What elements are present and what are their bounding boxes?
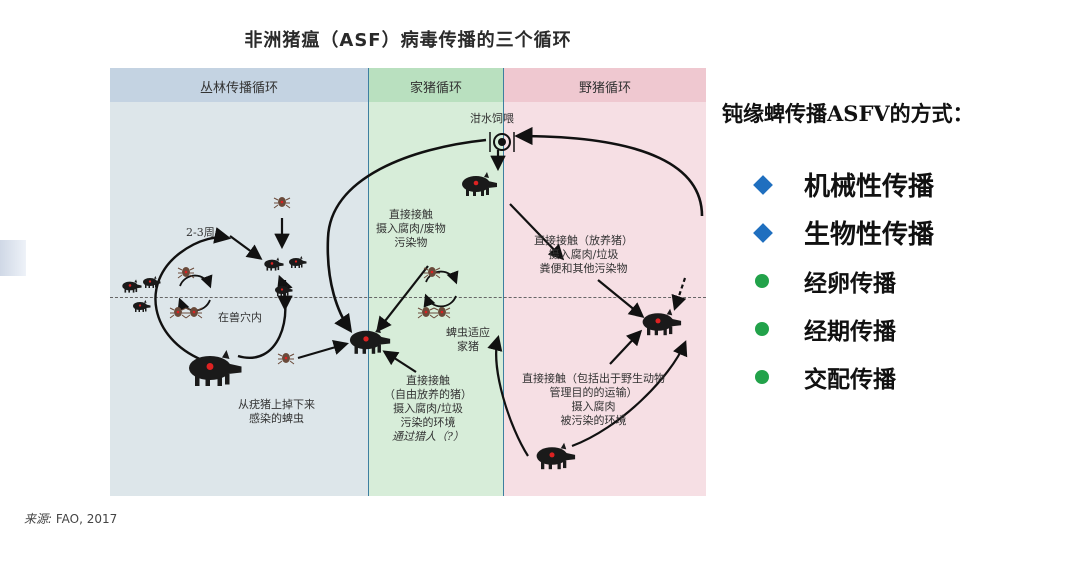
label-wild-contact-top-line-1: 直接接触（放养猪） xyxy=(534,234,633,247)
label-wild-contact-bottom: 直接接触（包括出于野生动物 管理目的的运输） 摄入腐肉 被污染的环境 xyxy=(522,372,665,428)
tick-jungle-top xyxy=(273,196,291,209)
label-free-range-line-1: 直接接触 xyxy=(406,374,450,387)
label-wild-contact-bottom-line-4: 被污染的环境 xyxy=(560,414,627,427)
label-domestic-contact: 直接接触 摄入腐肉/废物 污染物 xyxy=(376,208,446,250)
list-item-text: 经卵传播 xyxy=(804,270,896,297)
source-label: 来源: xyxy=(24,512,53,526)
tick-transmission-title: 钝缘蜱传播ASFV的方式： xyxy=(722,101,974,126)
arrow-feeding-to-domestic xyxy=(326,138,487,333)
label-free-range-line-4: 污染的环境 xyxy=(400,416,456,429)
piglets-jungle-left-3 xyxy=(133,300,151,312)
arrow-domestic-pig-to-center xyxy=(376,265,429,333)
label-burrow: 在兽穴内 xyxy=(218,311,262,324)
domestic-pig-center xyxy=(349,326,391,354)
diamond-bullet-icon xyxy=(753,223,773,243)
arrow-feeding-from-wild xyxy=(514,126,704,217)
panel-wild-header: 野猪循环 xyxy=(504,68,706,102)
label-free-range: 直接接触 （自由放养的猪） 摄入腐肉/垃圾 污染的环境 通过猎人（?） xyxy=(384,374,472,444)
diamond-bullet-icon xyxy=(753,175,773,195)
label-wild-contact-top: 直接接触（放养猪） 摄入腐肉/垃圾 粪便和其他污染物 xyxy=(534,234,633,276)
tick-falling xyxy=(277,352,295,365)
dot-bullet-icon xyxy=(755,274,769,288)
label-wild-contact-bottom-line-1: 直接接触（包括出于野生动物 xyxy=(522,372,665,385)
label-tick-fall-line-2: 感染的蜱虫 xyxy=(249,412,304,425)
panel-wild-boar-cycle: 野猪循环 xyxy=(504,68,706,496)
domestic-pig-top xyxy=(462,172,497,196)
label-tick-adapt: 蜱虫适应 家猪 xyxy=(446,326,490,354)
tick-cycle-domestic xyxy=(417,266,459,319)
label-domestic-contact-line-1: 直接接触 xyxy=(388,208,433,221)
arrow-wild-contact-top xyxy=(509,203,565,261)
list-item-text: 生物性传播 xyxy=(804,220,935,250)
label-free-range-line-3: 摄入腐肉/垃圾 xyxy=(393,402,463,415)
label-weeks: 2-3周 xyxy=(186,226,215,239)
label-feeding: 泔水饲喂 xyxy=(470,112,514,125)
piglets-jungle-right xyxy=(264,257,284,271)
label-wild-contact-top-line-3: 粪便和其他污染物 xyxy=(539,262,628,275)
panel-domestic-title: 家猪循环 xyxy=(409,81,462,96)
panel-jungle-header: 丛林传播循环 xyxy=(110,68,368,102)
left-edge-decoration xyxy=(0,240,26,276)
diagram-title: 非洲猪瘟（ASF）病毒传播的三个循环 xyxy=(244,30,572,51)
label-wild-contact-bottom-line-3: 摄入腐肉 xyxy=(571,400,616,413)
source-citation: 来源: FAO, 2017 xyxy=(24,510,117,527)
asf-transmission-diagram: 丛林传播循环 家猪循环 野猪循环 xyxy=(110,68,706,496)
list-item-text: 机械性传播 xyxy=(804,172,935,202)
arrow-wild-to-boar xyxy=(597,279,645,318)
piglets-jungle-right-2 xyxy=(289,256,307,268)
label-free-range-line-2: （自由放养的猪） xyxy=(384,388,472,401)
arrow-wild-bottom-to-domestic xyxy=(571,340,688,448)
dot-bullet-icon xyxy=(755,370,769,384)
piglets-jungle-left xyxy=(122,279,142,293)
wild-boar-bottom xyxy=(536,442,576,470)
arrow-wild-dashed-right xyxy=(671,277,687,311)
panel-domestic-header: 家猪循环 xyxy=(369,68,503,102)
label-wild-contact-bottom-line-2: 管理目的的运输） xyxy=(549,386,638,399)
dot-bullet-icon xyxy=(755,322,769,336)
tick-cycle-jungle xyxy=(169,266,213,319)
label-tick-adapt-line-2: 家猪 xyxy=(457,340,479,353)
label-tick-fall: 从疣猪上掉下来 感染的蜱虫 xyxy=(238,398,315,426)
arrow-free-range-up xyxy=(382,350,417,373)
burrow-divider-line xyxy=(110,297,706,298)
label-wild-contact-top-line-2: 摄入腐肉/垃圾 xyxy=(548,248,619,261)
label-domestic-contact-line-2: 摄入腐肉/废物 xyxy=(376,222,446,235)
arrow-tick-to-domestic xyxy=(297,340,349,360)
list-item-text: 经期传播 xyxy=(804,318,896,345)
panel-wild-title: 野猪循环 xyxy=(578,81,631,96)
label-domestic-contact-line-3: 污染物 xyxy=(394,236,428,249)
label-tick-fall-line-1: 从疣猪上掉下来 xyxy=(238,398,315,411)
source-text: FAO, 2017 xyxy=(52,512,118,526)
arrow-wild-contact-bottom xyxy=(609,329,643,365)
warthog-icon xyxy=(189,350,242,386)
diagram-arrows-and-animals xyxy=(122,126,704,470)
wild-boar-right xyxy=(642,308,682,336)
label-hunters: 通过猎人（?） xyxy=(392,430,464,443)
arrow-hunter xyxy=(487,335,529,457)
list-item-text: 交配传播 xyxy=(804,366,896,393)
arrow-weeks xyxy=(229,235,263,260)
feeding-bowl-icon xyxy=(489,132,515,152)
panel-jungle-title: 丛林传播循环 xyxy=(199,81,278,96)
label-tick-adapt-line-1: 蜱虫适应 xyxy=(446,326,490,339)
arrow-jungle-loop-left xyxy=(154,227,232,362)
